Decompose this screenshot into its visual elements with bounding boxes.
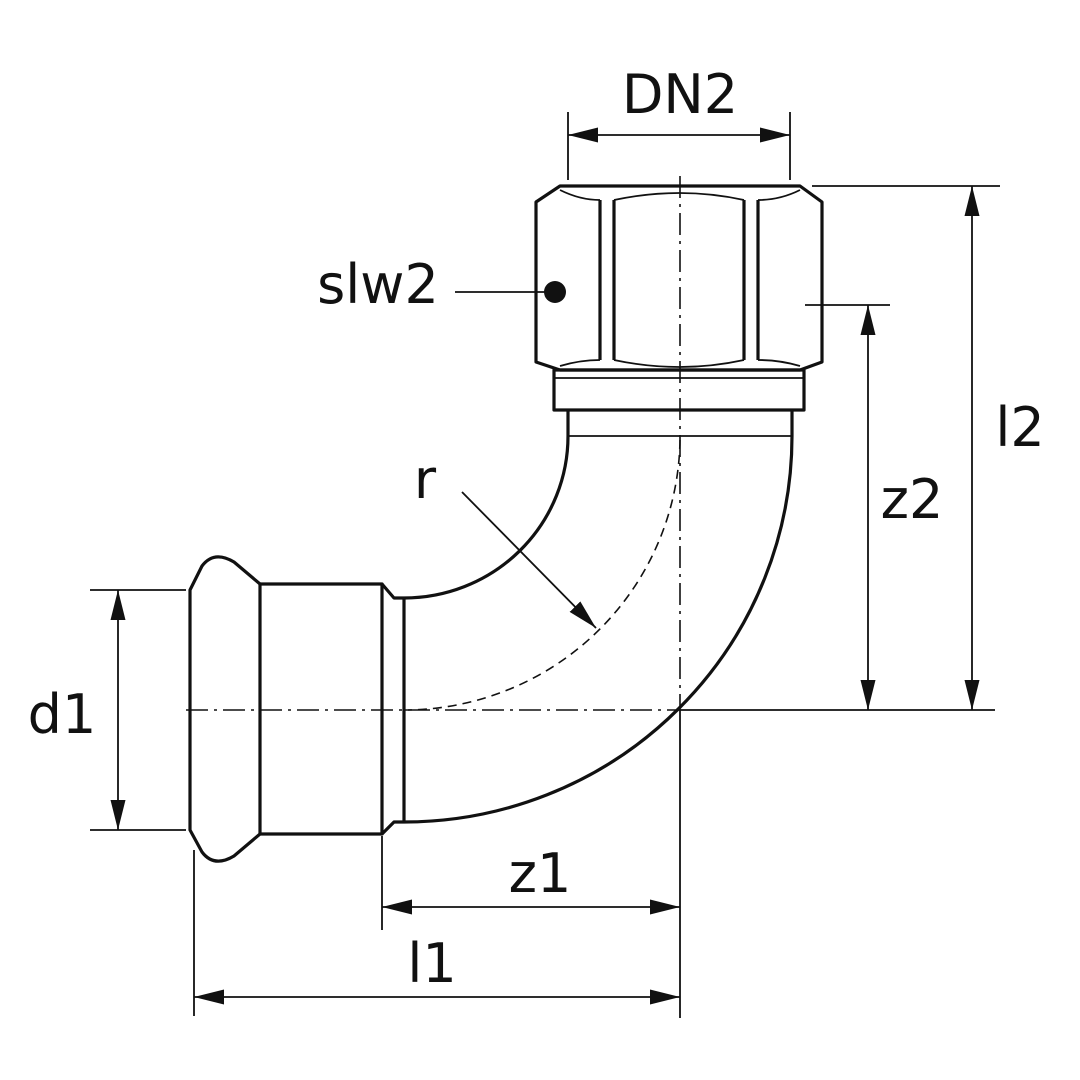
center-lines	[186, 176, 995, 1018]
label-d1: d1	[28, 683, 97, 746]
label-dn2: DN2	[622, 63, 738, 126]
dimension-d1: d1	[28, 589, 186, 831]
label-z1: z1	[509, 842, 572, 905]
dimension-z2: z2	[805, 304, 944, 710]
dimension-z1: z1	[381, 836, 680, 930]
dimension-l1: l1	[193, 850, 680, 1016]
dimension-l2: l2	[812, 185, 1045, 710]
label-slw2: slw2	[317, 253, 439, 316]
callout-slw2: slw2	[317, 253, 566, 316]
hex-nut	[534, 184, 824, 372]
label-z2: z2	[881, 468, 944, 531]
marker-dot-icon	[544, 281, 566, 303]
label-l2: l2	[995, 396, 1044, 459]
collar	[552, 368, 806, 412]
press-socket	[188, 555, 404, 863]
label-l1: l1	[407, 932, 456, 995]
label-r: r	[414, 448, 437, 511]
pipe-bend	[402, 410, 794, 824]
callout-radius: r	[414, 448, 597, 629]
dimension-dn2: DN2	[567, 63, 791, 180]
